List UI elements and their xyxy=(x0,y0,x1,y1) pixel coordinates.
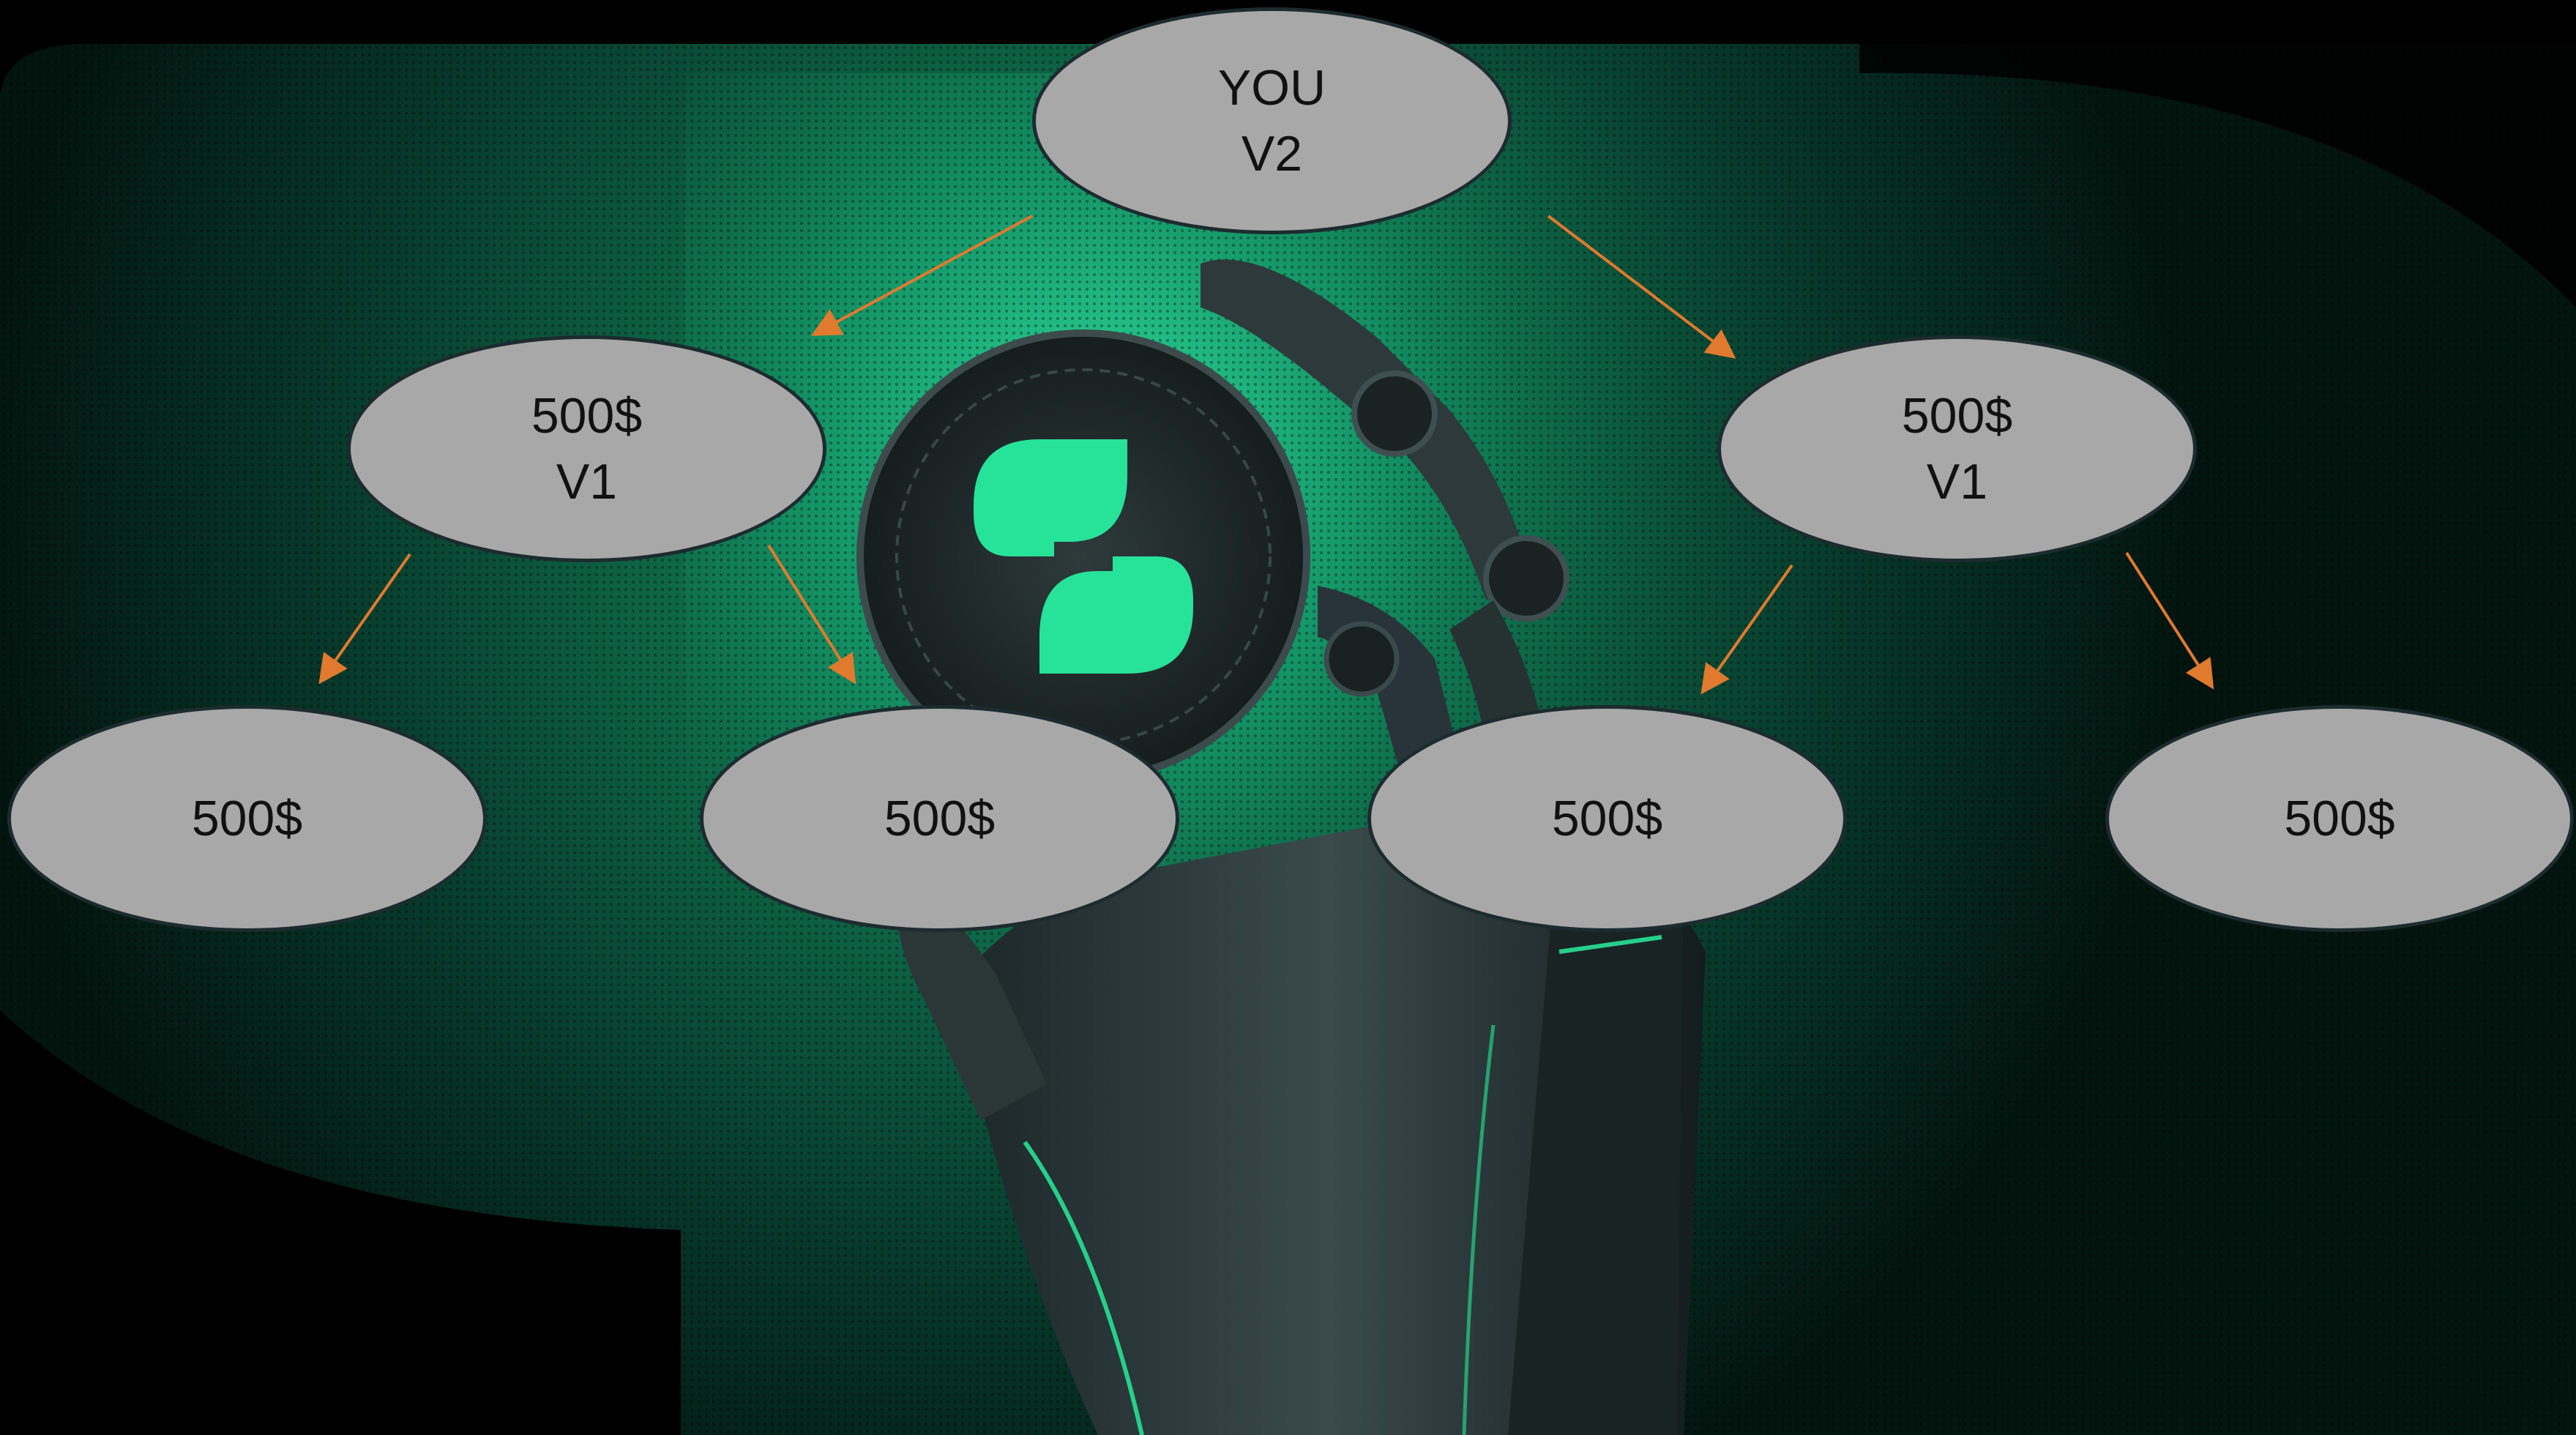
node-root-line1: YOU xyxy=(1218,55,1326,121)
node-leaf-1: 500$ xyxy=(7,705,487,932)
arrow-root-to-right xyxy=(1548,216,1731,355)
node-leaf-4-label: 500$ xyxy=(2284,786,2394,851)
node-leaf-4: 500$ xyxy=(2105,705,2574,932)
node-level1-left-line2: V1 xyxy=(556,449,617,515)
arrow-right-to-leaf3 xyxy=(1704,565,1792,690)
arrow-right-to-leaf4 xyxy=(2127,553,2211,685)
arrow-left-to-leaf1 xyxy=(322,554,410,679)
node-root: YOU V2 xyxy=(1032,7,1512,234)
node-level1-right-line1: 500$ xyxy=(1902,383,2012,449)
arrow-left-to-leaf2 xyxy=(769,545,853,679)
arrow-root-to-left xyxy=(816,216,1032,333)
node-leaf-2-label: 500$ xyxy=(884,786,995,851)
node-leaf-3-label: 500$ xyxy=(1552,786,1662,851)
node-level1-right: 500$ V1 xyxy=(1717,335,2197,562)
node-leaf-2: 500$ xyxy=(700,705,1179,932)
node-level1-left: 500$ V1 xyxy=(347,335,826,562)
node-level1-left-line1: 500$ xyxy=(531,383,642,449)
node-root-line2: V2 xyxy=(1242,121,1302,187)
node-leaf-3: 500$ xyxy=(1367,705,1847,932)
node-level1-right-line2: V1 xyxy=(1927,449,1987,515)
node-leaf-1-label: 500$ xyxy=(192,786,302,851)
